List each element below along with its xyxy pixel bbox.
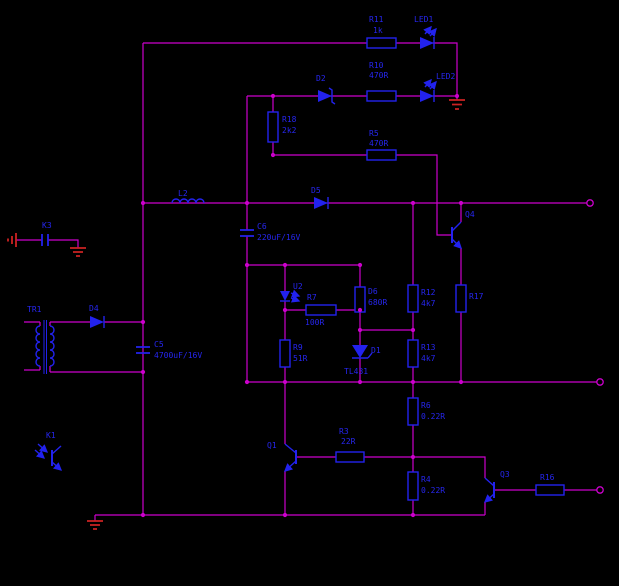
r18-label: R18	[282, 115, 297, 124]
r18-value: 2k2	[282, 126, 297, 135]
junction-dots	[140, 93, 464, 518]
resistor-r13: R13 4k7	[407, 339, 436, 368]
resistor-r7: R7 100R	[305, 293, 337, 327]
r7-label: R7	[307, 293, 317, 302]
ground-icon-k3-left	[7, 233, 17, 247]
q3-label: Q3	[500, 470, 510, 479]
r6-value: 0.22R	[421, 412, 445, 421]
r4-label: R4	[421, 475, 431, 484]
capacitor-c6: C6 220uF/16V	[240, 222, 301, 242]
r10-label: R10	[369, 61, 384, 70]
r13-label: R13	[421, 343, 436, 352]
wire-r18-r5-q4base	[272, 96, 452, 236]
resistor-r11: R11 1k	[366, 15, 397, 49]
wire-k3-links	[16, 239, 79, 248]
led-led1: LED1	[414, 15, 437, 49]
resistor-r16: R16	[535, 473, 565, 496]
c5-value: 4700uF/16V	[154, 351, 202, 360]
output-terminal-1	[586, 199, 594, 207]
optocoupler-u2: U2	[280, 282, 303, 303]
capacitor-c5: C5 4700uF/16V	[136, 340, 202, 360]
wires	[16, 42, 597, 521]
r13-value: 4k7	[421, 354, 436, 363]
d5-label: D5	[311, 186, 321, 195]
q4-label: Q4	[465, 210, 475, 219]
wire-transformer-links	[24, 321, 143, 373]
r5-value: 470R	[369, 139, 388, 148]
inductor-l2: L2	[171, 189, 205, 204]
r12-value: 4k7	[421, 299, 436, 308]
ground-icon-k3-right	[70, 247, 86, 257]
resistor-r3: R3 22R	[335, 427, 365, 463]
c6-value: 220uF/16V	[257, 233, 301, 242]
connector-k3: K3	[41, 221, 52, 246]
r11-value: 1k	[373, 26, 383, 35]
diode-d4: D4	[89, 304, 105, 328]
shunt-regulator-d1: D1 TL431	[344, 345, 381, 376]
led-led2: LED2	[420, 72, 455, 102]
led1-label: LED1	[414, 15, 433, 24]
transformer-tr1: TR1	[27, 305, 55, 374]
r9-label: R9	[293, 343, 303, 352]
wire-top-row	[143, 42, 458, 100]
ground-icon-top-right	[449, 99, 465, 110]
r17-label: R17	[469, 292, 484, 301]
grounds	[7, 99, 465, 530]
ground-icon-bottom	[87, 520, 103, 530]
resistor-r17: R17	[455, 284, 484, 313]
q1-label: Q1	[267, 441, 277, 450]
d4-label: D4	[89, 304, 99, 313]
r3-value: 22R	[341, 437, 356, 446]
resistor-r9: R9 51R	[279, 339, 308, 368]
d6-value: 680R	[368, 298, 387, 307]
c6-label: C6	[257, 222, 267, 231]
r6-label: R6	[421, 401, 431, 410]
r5-label: R5	[369, 129, 379, 138]
r11-label: R11	[369, 15, 384, 24]
zener-d2: D2	[316, 74, 336, 105]
d2-label: D2	[316, 74, 326, 83]
r9-value: 51R	[293, 354, 308, 363]
tr1-label: TR1	[27, 305, 42, 314]
r3-label: R3	[339, 427, 349, 436]
output-terminal-2	[596, 378, 604, 386]
u2-label: U2	[293, 282, 303, 291]
resistor-r10: R10 470R	[366, 61, 397, 102]
r12-label: R12	[421, 288, 436, 297]
terminals	[586, 199, 604, 494]
l2-label: L2	[178, 189, 188, 198]
diode-d5: D5	[311, 186, 329, 209]
wire-q3-links	[484, 489, 597, 515]
resistor-r12: R12 4k7	[407, 284, 436, 313]
k3-label: K3	[42, 221, 52, 230]
resistor-r18: R18 2k2	[267, 111, 297, 143]
resistor-r6: R6 0.22R	[407, 397, 445, 426]
r10-value: 470R	[369, 71, 388, 80]
d1-label: D1	[371, 346, 381, 355]
resistor-r4: R4 0.22R	[407, 471, 445, 501]
k1-label: K1	[46, 431, 56, 440]
d6-label: D6	[368, 287, 378, 296]
c5-label: C5	[154, 340, 164, 349]
connector-k1: K1	[34, 431, 63, 471]
transistor-q3: Q3	[483, 470, 510, 503]
wire-bottom-rail	[94, 514, 485, 521]
d1-value: TL431	[344, 367, 368, 376]
r7-value: 100R	[305, 318, 324, 327]
resistor-r5: R5 470R	[366, 129, 397, 161]
transistor-q4: Q4	[451, 210, 475, 249]
transistor-q1: Q1	[267, 441, 297, 472]
led2-label: LED2	[436, 72, 455, 81]
output-terminal-3	[596, 486, 604, 494]
wire-sense-branch	[247, 264, 361, 382]
r4-value: 0.22R	[421, 486, 445, 495]
wire-q1-links	[284, 382, 486, 515]
r16-label: R16	[540, 473, 555, 482]
